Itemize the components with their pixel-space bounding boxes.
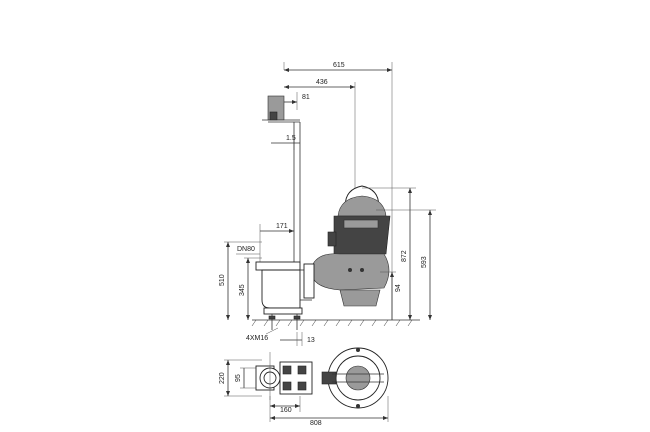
bracket-bolt: [269, 111, 278, 121]
left-vertical-dims: [224, 241, 262, 320]
dim-171: 171: [276, 223, 288, 230]
pump-foot: [339, 289, 381, 307]
dim-872: 872: [401, 250, 408, 262]
dim-436: 436: [316, 79, 328, 86]
duckfoot-base-side: [255, 261, 312, 330]
dim-615: 615: [333, 62, 345, 69]
dim-81: 81: [302, 94, 310, 101]
pump-side-view: [303, 185, 391, 307]
cable-gland: [327, 231, 337, 247]
guide-rail-assembly: [262, 95, 301, 262]
label-4xm16: 4XM16: [246, 335, 268, 342]
label-dn80: DN80: [237, 246, 255, 253]
dim-171-lines: [259, 224, 294, 265]
dim-220: 220: [219, 372, 226, 384]
dim-160: 160: [280, 407, 292, 414]
right-vertical-dims: [362, 187, 436, 320]
dim-593: 593: [421, 256, 428, 268]
dim-345: 345: [239, 284, 246, 296]
motor-top: [337, 195, 387, 217]
dim-510: 510: [219, 274, 226, 286]
ground-line: [251, 319, 420, 327]
dim-1-5: 1.5: [286, 135, 296, 142]
dim-95: 95: [235, 374, 242, 382]
dim-94: 94: [395, 284, 402, 292]
dim-13: 13: [307, 337, 315, 344]
plan-view: [224, 347, 389, 422]
dim-808: 808: [310, 420, 322, 427]
